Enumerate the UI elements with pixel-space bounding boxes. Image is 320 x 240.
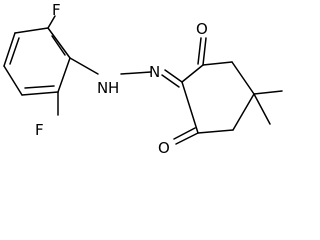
ring2-bond-6 — [181, 81, 199, 134]
ring-bond-5 — [3, 32, 16, 67]
ring-bond-4 — [3, 65, 23, 96]
bond-n-c-double-2 — [161, 74, 180, 88]
cyclohexanedione-ring — [181, 61, 255, 134]
bond-n-n — [120, 71, 152, 75]
molecule-structure-diagram: F F N H N O O — [3, 1, 283, 157]
ring-double-bond-1 — [51, 35, 66, 56]
ring-double-bond-3 — [9, 37, 20, 65]
bond-methyl-1 — [253, 90, 283, 95]
atom-nitrogen-left: N — [97, 79, 108, 97]
ring2-bond-5 — [197, 129, 234, 134]
bond-c-f-top — [47, 15, 56, 29]
bond-aryl-nh — [69, 57, 99, 75]
atom-fluorine-top: F — [52, 1, 61, 19]
atom-oxygen-bottom: O — [158, 139, 170, 157]
atom-fluorine-bottom: F — [35, 121, 44, 139]
benzene-ring — [3, 27, 71, 96]
bond-methyl-2 — [253, 93, 271, 125]
atom-oxygen-top: O — [196, 20, 208, 38]
bond-c-o-bottom-2 — [173, 127, 196, 140]
bond-c-o-bottom-1 — [175, 132, 199, 145]
ring2-bond-1 — [181, 64, 204, 83]
ring-bond-2 — [57, 57, 71, 93]
bond-c-o-top-2 — [197, 37, 202, 65]
bond-c-o-top-1 — [202, 37, 207, 66]
atom-hydrogen: H — [108, 79, 119, 97]
ring-bond-6 — [14, 27, 49, 34]
ring-bond-3 — [21, 91, 59, 96]
bond-n-c-double-1 — [164, 69, 183, 83]
ring2-bond-3 — [231, 61, 255, 95]
atom-nitrogen-right: N — [149, 63, 160, 81]
ring2-bond-4 — [232, 93, 255, 131]
ring-double-bond-2 — [24, 85, 55, 89]
ring2-bond-2 — [202, 61, 233, 66]
ring-bond-1 — [47, 27, 71, 59]
